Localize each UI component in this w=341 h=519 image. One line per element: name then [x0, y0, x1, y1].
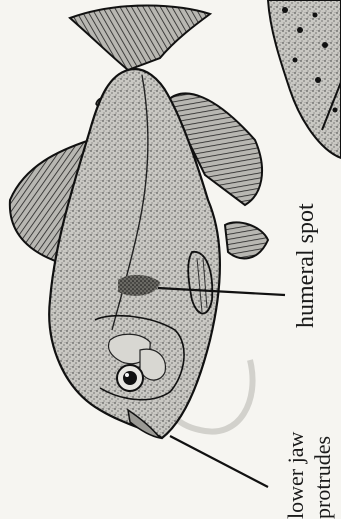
ventral-fin: [225, 222, 268, 258]
lower-jaw-label-line1: lower jaw: [285, 432, 307, 519]
caudal-fin: [70, 6, 210, 71]
humeral-spot-label: humeral spot: [294, 203, 318, 328]
second-fish-partial: [268, 0, 341, 158]
lower-jaw-pointer: [170, 436, 268, 487]
lower-jaw-label-line2: protrudes: [312, 436, 334, 519]
